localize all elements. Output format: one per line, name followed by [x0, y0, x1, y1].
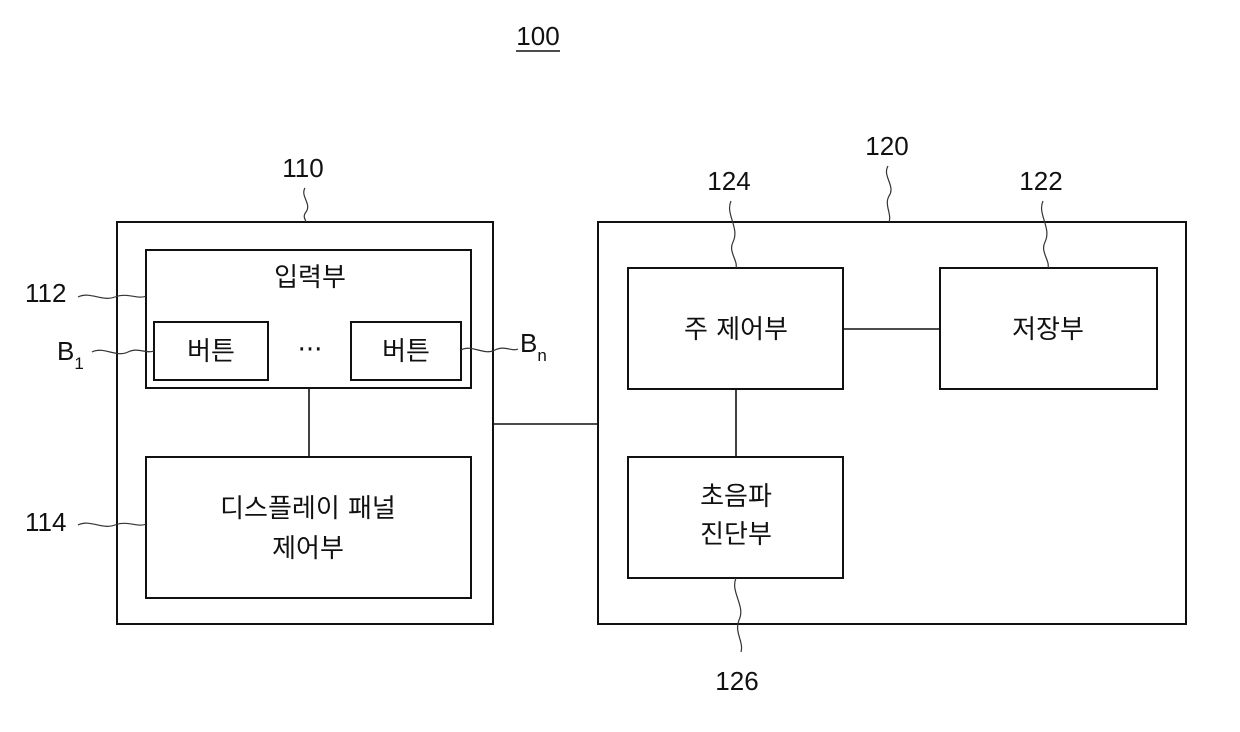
figure-number: 100 — [516, 21, 559, 51]
device-110-ref: 110 — [282, 153, 323, 183]
button-last-label: 버튼 — [382, 337, 430, 367]
panel-114-ref: 114 — [25, 507, 66, 537]
input-112-ref: 112 — [25, 278, 66, 308]
panel-114-label-line1: 디스플레이 패널 — [220, 494, 396, 524]
unit-120-leader — [886, 166, 891, 222]
ultrasound-126-label-line1: 초음파 — [700, 482, 772, 512]
button-first-ref: B1 — [57, 336, 84, 373]
input-112-label: 입력부 — [274, 263, 346, 293]
button-last-ref: Bn — [520, 328, 547, 365]
ultrasound-126-ref: 126 — [715, 666, 758, 696]
panel-114-box — [146, 457, 471, 598]
storage-122-ref: 122 — [1019, 166, 1062, 196]
main-124-label: 주 제어부 — [684, 315, 788, 345]
button-first-label: 버튼 — [187, 337, 235, 367]
ultrasound-126-box — [628, 457, 843, 578]
main-124-ref: 124 — [707, 166, 750, 196]
button-ellipsis: ··· — [298, 335, 323, 365]
ultrasound-126-label-line2: 진단부 — [700, 520, 772, 550]
device-110-leader — [304, 188, 308, 222]
unit-120-ref: 120 — [865, 131, 908, 161]
panel-114-label-line2: 제어부 — [272, 534, 344, 564]
storage-122-label: 저장부 — [1012, 315, 1084, 345]
